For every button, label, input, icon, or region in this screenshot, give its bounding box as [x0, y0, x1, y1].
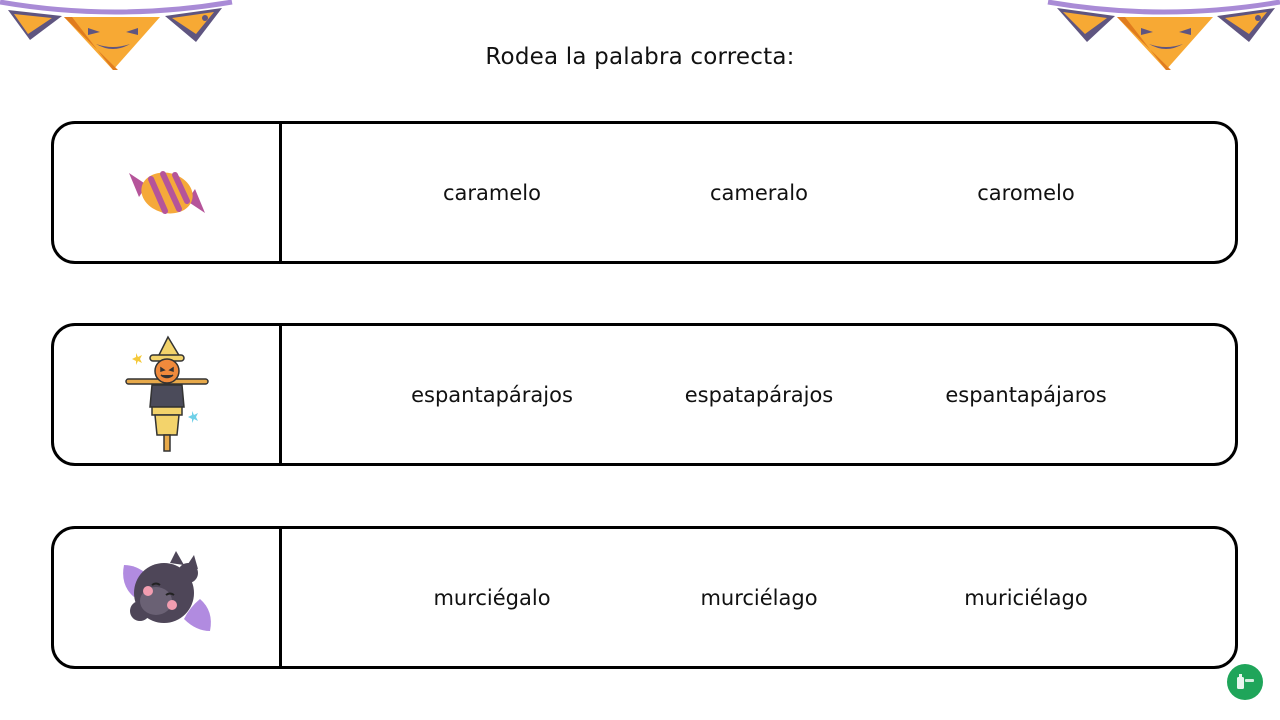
word-option[interactable]: murciélago — [700, 585, 818, 610]
picture-cell — [54, 124, 282, 261]
word-option[interactable]: muriciélago — [964, 585, 1088, 610]
word-options: murciégalo murciélago muriciélago — [282, 529, 1235, 666]
word-option[interactable]: caromelo — [977, 180, 1075, 205]
picture-cell — [54, 326, 282, 463]
exercise-row-scarecrow: espantapárajos espatapárajos espantapája… — [51, 323, 1238, 466]
candy-icon — [128, 170, 205, 214]
word-option[interactable]: caramelo — [443, 180, 541, 205]
word-option[interactable]: espatapárajos — [684, 382, 834, 407]
picture-cell — [54, 529, 282, 666]
word-options: caramelo cameralo caromelo — [282, 124, 1235, 261]
halloween-garland-left-icon — [0, 0, 233, 70]
exercise-row-candy: caramelo cameralo caromelo — [51, 121, 1238, 264]
bat-icon — [122, 550, 211, 631]
logo-badge-icon — [1227, 664, 1263, 700]
halloween-garland-right-icon — [1047, 0, 1280, 70]
word-options: espantapárajos espatapárajos espantapája… — [282, 326, 1235, 463]
word-option[interactable]: murciégalo — [433, 585, 551, 610]
page-title: Rodea la palabra correcta: — [485, 44, 795, 70]
logo-mark-icon — [1237, 674, 1254, 689]
exercise-row-bat: murciégalo murciélago muriciélago — [51, 526, 1238, 669]
scarecrow-icon — [124, 334, 209, 452]
word-option[interactable]: espantapájaros — [945, 382, 1107, 407]
word-option[interactable]: espantapárajos — [411, 382, 573, 407]
word-option[interactable]: cameralo — [710, 180, 808, 205]
